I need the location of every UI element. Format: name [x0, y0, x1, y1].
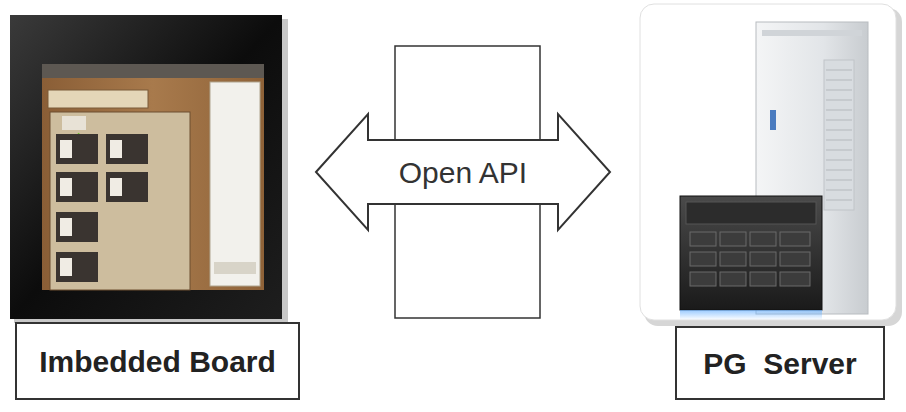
- device-node: Imbedded Board: [8, 15, 314, 400]
- double-block-arrow: [316, 114, 610, 230]
- device-label: Imbedded Board: [39, 345, 276, 378]
- label-box: Imbedded Board: [15, 322, 300, 400]
- edge-label: Open API: [396, 156, 530, 189]
- board-screen: [10, 15, 288, 323]
- label-box: PG Server: [675, 326, 885, 400]
- device-label: PG Server: [703, 347, 856, 380]
- server-picture: [640, 4, 902, 326]
- api-band: [395, 46, 540, 318]
- device-node: PG Server: [612, 15, 902, 400]
